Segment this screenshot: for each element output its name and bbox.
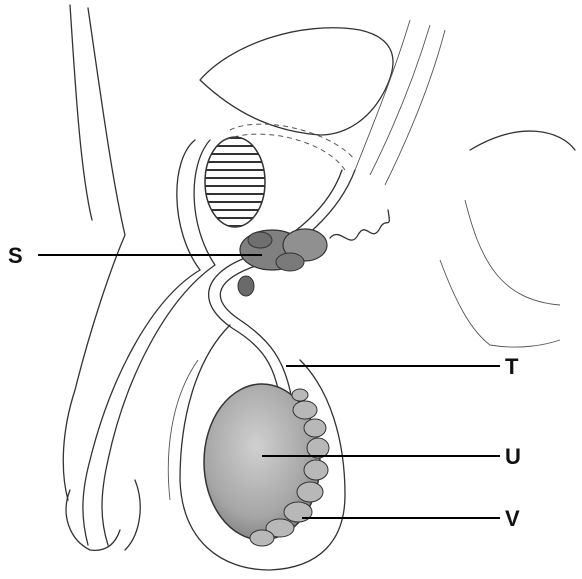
seminal-coil <box>330 210 389 240</box>
glans-outline-2 <box>125 480 140 550</box>
urethra-inner <box>102 140 215 545</box>
buttock-outline <box>470 131 575 150</box>
label-u: U <box>505 444 521 469</box>
perineum-outline <box>440 260 560 347</box>
label-s: S <box>8 243 23 268</box>
label-t: T <box>505 354 519 379</box>
back-outline <box>465 200 560 305</box>
glans-outline <box>66 490 120 550</box>
pubic-bone <box>205 137 265 227</box>
bladder-outline <box>200 28 393 135</box>
urethra-outer <box>83 140 200 545</box>
prostate-gland <box>238 229 327 296</box>
front-body-outline <box>70 5 92 220</box>
label-v: V <box>505 506 520 531</box>
rectum-outline-3 <box>385 30 445 185</box>
